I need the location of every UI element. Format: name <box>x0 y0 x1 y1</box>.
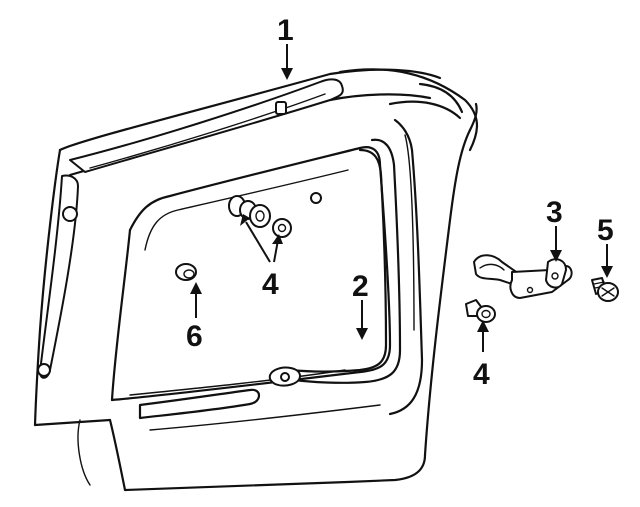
callout-2: 2 <box>352 270 369 303</box>
callout-6: 6 <box>186 320 203 353</box>
part-4-fasteners-left <box>228 192 322 238</box>
part-5-screw <box>591 277 619 302</box>
callout-4-right: 4 <box>473 358 490 391</box>
callout-labels: 1 2 3 4 4 5 6 <box>186 14 614 391</box>
part-2-weatherstrip <box>268 138 402 387</box>
body-frame <box>33 68 478 492</box>
part-1-trim-molding <box>37 78 344 379</box>
part-4-bolt-right <box>465 299 496 323</box>
callout-1: 1 <box>277 14 294 47</box>
leader-lines <box>190 44 613 352</box>
callout-4-left: 4 <box>262 268 279 301</box>
callout-5: 5 <box>597 214 614 247</box>
part-6-grommet <box>175 263 197 281</box>
callout-3: 3 <box>546 196 563 229</box>
part-3-hinge <box>473 254 573 299</box>
